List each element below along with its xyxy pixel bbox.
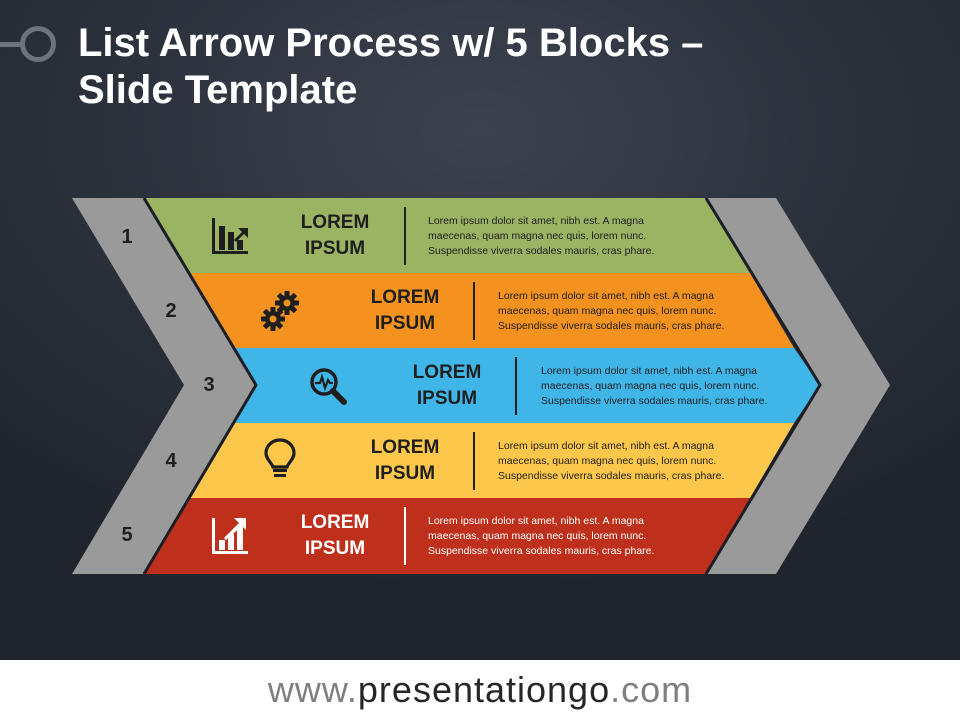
block-4-divider bbox=[473, 432, 475, 490]
step-number-4: 4 bbox=[165, 450, 177, 472]
footer-url[interactable]: www.presentationgo.com bbox=[0, 660, 960, 720]
footer-suffix: .com bbox=[610, 669, 693, 710]
block-5-divider bbox=[404, 507, 406, 565]
bar-chart-up-icon bbox=[212, 518, 248, 554]
step-number-2: 2 bbox=[165, 300, 177, 322]
decorative-ring-icon bbox=[20, 26, 56, 62]
block-5-band bbox=[144, 498, 750, 574]
block-4-label: LOREM IPSUM bbox=[370, 437, 440, 484]
footer-brand: presentationgo bbox=[357, 669, 611, 710]
diagram-shapes bbox=[72, 197, 890, 575]
block-1-label: LOREM IPSUM bbox=[300, 212, 370, 259]
block-4-description: Lorem ipsum dolor sit amet, nibh est. A … bbox=[498, 440, 725, 482]
block-5-label: LOREM IPSUM bbox=[300, 512, 370, 559]
decorative-line bbox=[0, 42, 24, 47]
step-number-3: 3 bbox=[203, 374, 215, 396]
step-number-1: 1 bbox=[121, 226, 133, 248]
block-3-description: Lorem ipsum dolor sit amet, nibh est. A … bbox=[541, 365, 768, 407]
magnifier-pulse-icon bbox=[310, 368, 347, 405]
block-4-band bbox=[188, 423, 794, 498]
left-edge-line bbox=[142, 197, 258, 575]
block-1-description: Lorem ipsum dolor sit amet, nibh est. A … bbox=[428, 215, 655, 257]
footer-prefix: www. bbox=[267, 669, 358, 710]
step-number-5: 5 bbox=[121, 524, 133, 546]
bar-chart-down-icon bbox=[212, 218, 248, 254]
block-3-label: LOREM IPSUM bbox=[412, 362, 482, 409]
arrow-process-diagram: 1 2 3 4 5 LOREM IPSUM Lorem ipsum dolor … bbox=[72, 197, 890, 575]
gears-icon bbox=[261, 291, 299, 331]
lightbulb-icon bbox=[264, 438, 296, 477]
block-2-divider bbox=[473, 282, 475, 340]
left-chevron bbox=[72, 198, 256, 574]
block-2-band bbox=[188, 273, 794, 348]
block-3-divider bbox=[515, 357, 517, 415]
block-1-divider bbox=[404, 207, 406, 265]
slide-title: List Arrow Process w/ 5 Blocks – Slide T… bbox=[78, 21, 704, 112]
block-5-description: Lorem ipsum dolor sit amet, nibh est. A … bbox=[428, 515, 655, 557]
block-1-band bbox=[144, 198, 750, 273]
right-edge-line bbox=[704, 197, 822, 575]
right-chevron bbox=[706, 198, 890, 574]
block-2-label: LOREM IPSUM bbox=[370, 287, 440, 334]
slide-canvas: List Arrow Process w/ 5 Blocks – Slide T… bbox=[0, 0, 960, 660]
block-3-band bbox=[232, 348, 820, 423]
block-2-description: Lorem ipsum dolor sit amet, nibh est. A … bbox=[498, 290, 725, 332]
